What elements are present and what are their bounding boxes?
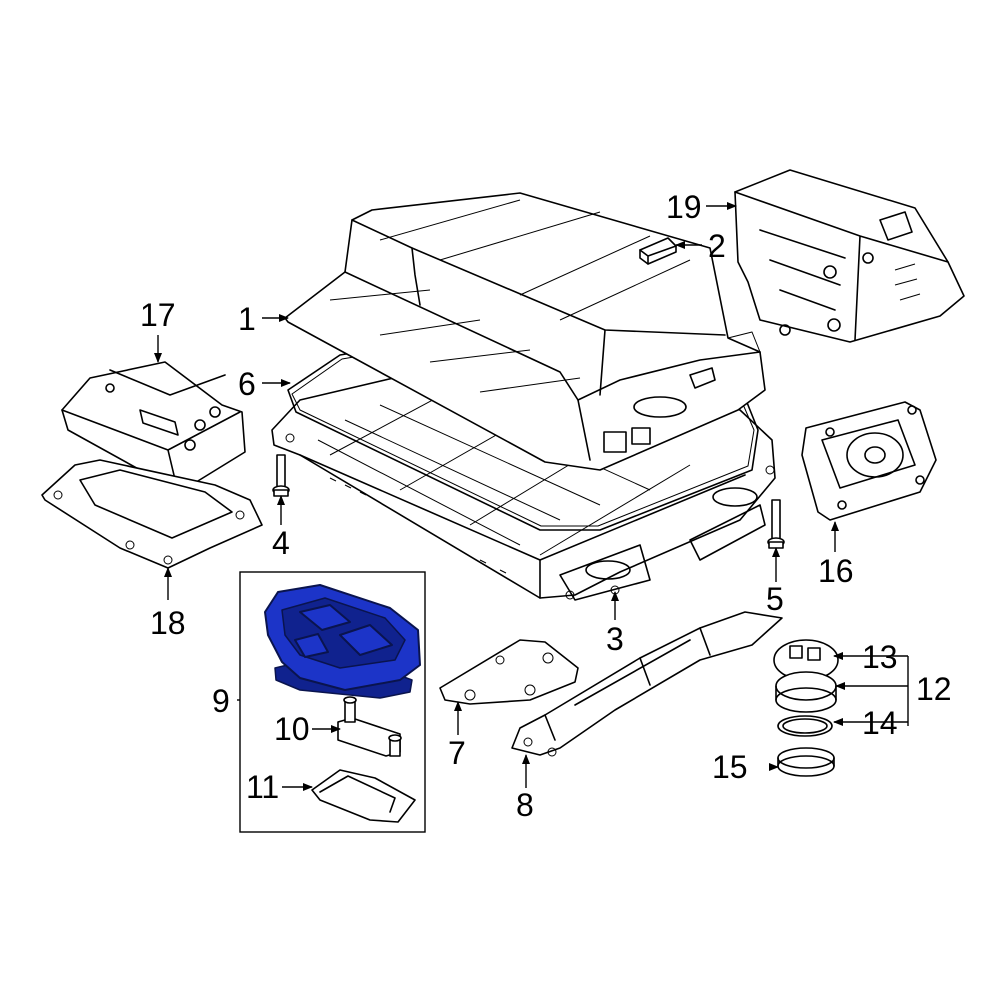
part-17-electronics-module[interactable] xyxy=(61,361,246,493)
part-9-highlighted-cover[interactable] xyxy=(264,584,421,699)
callout-17: 17 xyxy=(140,297,176,333)
part-15-cap[interactable] xyxy=(777,747,835,777)
callout-14: 14 xyxy=(862,705,898,741)
part-10-mount[interactable] xyxy=(337,696,402,757)
part-14-o-ring[interactable] xyxy=(777,715,833,737)
callout-13: 13 xyxy=(862,639,898,675)
callout-15: 15 xyxy=(712,749,748,785)
callout-19: 19 xyxy=(666,189,702,225)
callout-10: 10 xyxy=(274,711,310,747)
callout-3: 3 xyxy=(606,621,624,657)
part-7-shield-plate[interactable] xyxy=(439,639,579,705)
part-19-charger-module[interactable] xyxy=(734,169,965,343)
part-8-long-bracket[interactable] xyxy=(511,611,783,757)
part-5-bolt[interactable] xyxy=(767,499,785,549)
callout-18: 18 xyxy=(150,605,186,641)
callout-6: 6 xyxy=(238,366,256,402)
leader-lines xyxy=(154,202,909,791)
callout-7: 7 xyxy=(448,735,466,771)
callout-9: 9 xyxy=(212,683,230,719)
part-4-bolt[interactable] xyxy=(272,454,290,497)
part-9-group-box xyxy=(239,571,426,833)
callout-5: 5 xyxy=(766,581,784,617)
part-18-module-bracket[interactable] xyxy=(41,459,263,569)
part-2-block[interactable] xyxy=(639,237,677,265)
callout-1: 1 xyxy=(238,301,256,337)
part-11-tray[interactable] xyxy=(311,769,416,823)
part-13-connector-housing[interactable] xyxy=(773,639,839,713)
callout-12: 12 xyxy=(916,671,952,707)
callout-4: 4 xyxy=(272,525,290,561)
callout-11: 11 xyxy=(246,769,279,805)
callout-2: 2 xyxy=(708,228,726,264)
callout-8: 8 xyxy=(516,787,534,823)
callout-16: 16 xyxy=(818,553,854,589)
part-16-cover-plate[interactable] xyxy=(801,401,937,521)
